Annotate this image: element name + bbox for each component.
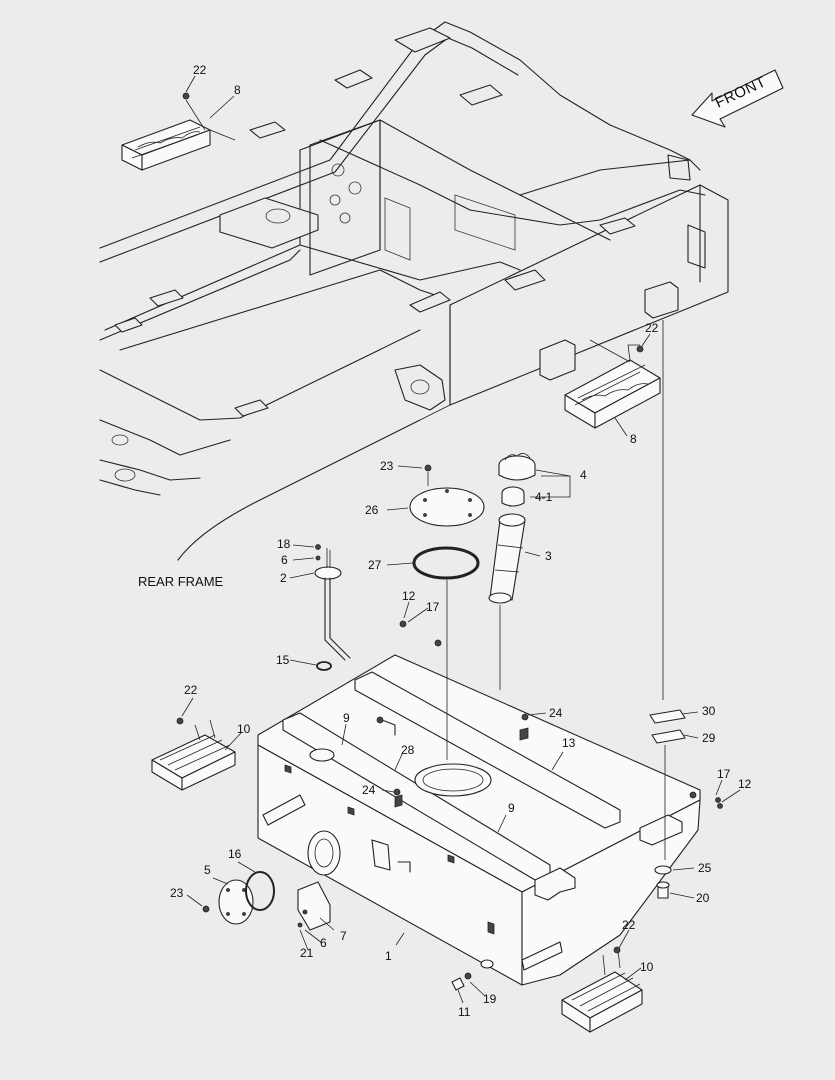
callout-8: 8 — [234, 83, 241, 97]
callout-4: 4 — [580, 468, 587, 482]
step-8-upper-left — [121, 92, 236, 171]
callout-21: 21 — [300, 946, 314, 960]
callout-22: 22 — [184, 683, 198, 697]
callout-10: 10 — [237, 722, 251, 736]
front-arrow-icon: FRONT — [691, 69, 784, 128]
callout-18: 18 — [277, 537, 291, 551]
callout-27: 27 — [368, 558, 382, 572]
cover-5 — [202, 879, 254, 925]
callout-25: 25 — [698, 861, 712, 875]
cover-plate-26 — [409, 464, 485, 527]
fuel-cap-4 — [498, 453, 536, 507]
callout-23: 23 — [170, 886, 184, 900]
callout-20: 20 — [696, 891, 710, 905]
rear-frame-label: REAR FRAME — [138, 574, 224, 589]
callout-2: 2 — [280, 571, 287, 585]
fuel-tank-1 — [257, 654, 701, 991]
rear-frame — [99, 21, 729, 561]
callout-23: 23 — [380, 459, 394, 473]
gasket-16 — [245, 871, 275, 911]
callout-9: 9 — [343, 711, 350, 725]
assembly-guide-line — [662, 320, 666, 860]
callout-8: 8 — [630, 432, 637, 446]
callout-1: 1 — [385, 949, 392, 963]
callout-17: 17 — [426, 600, 440, 614]
callout-22: 22 — [193, 63, 207, 77]
callout-29: 29 — [702, 731, 716, 745]
step-10-left — [151, 717, 236, 791]
callout-4-1: 4-1 — [535, 490, 553, 504]
callout-22: 22 — [622, 918, 636, 932]
callout-24: 24 — [549, 706, 563, 720]
callout-11: 11 — [458, 1005, 471, 1019]
callout-9: 9 — [508, 801, 515, 815]
o-ring-27 — [412, 546, 480, 580]
bracket-7 — [297, 881, 331, 931]
callout-3: 3 — [545, 549, 552, 563]
callout-13: 13 — [562, 736, 576, 750]
fuel-sender-2 — [314, 544, 351, 671]
callouts: 22 8 22 8 23 4 4-1 26 3 27 18 6 2 15 12 … — [170, 63, 752, 1019]
callout-5: 5 — [204, 863, 211, 877]
callout-24: 24 — [362, 783, 376, 797]
callout-28: 28 — [401, 743, 415, 757]
step-8-right — [564, 339, 661, 429]
callout-19: 19 — [483, 992, 497, 1006]
callout-16: 16 — [228, 847, 242, 861]
mount-rubbers — [649, 709, 723, 899]
callout-26: 26 — [365, 503, 379, 517]
callout-22: 22 — [645, 321, 659, 335]
callout-17: 17 — [717, 767, 731, 781]
callout-10: 10 — [640, 960, 654, 974]
callout-6: 6 — [320, 936, 327, 950]
callout-12: 12 — [402, 589, 416, 603]
grommet — [434, 639, 442, 647]
bolt-12 — [399, 620, 407, 628]
callout-30: 30 — [702, 704, 716, 718]
callout-6: 6 — [281, 553, 288, 567]
step-10-right — [561, 946, 643, 1033]
callout-12: 12 — [738, 777, 752, 791]
callout-15: 15 — [276, 653, 290, 667]
strainer-3 — [488, 513, 526, 604]
callout-7: 7 — [340, 929, 347, 943]
